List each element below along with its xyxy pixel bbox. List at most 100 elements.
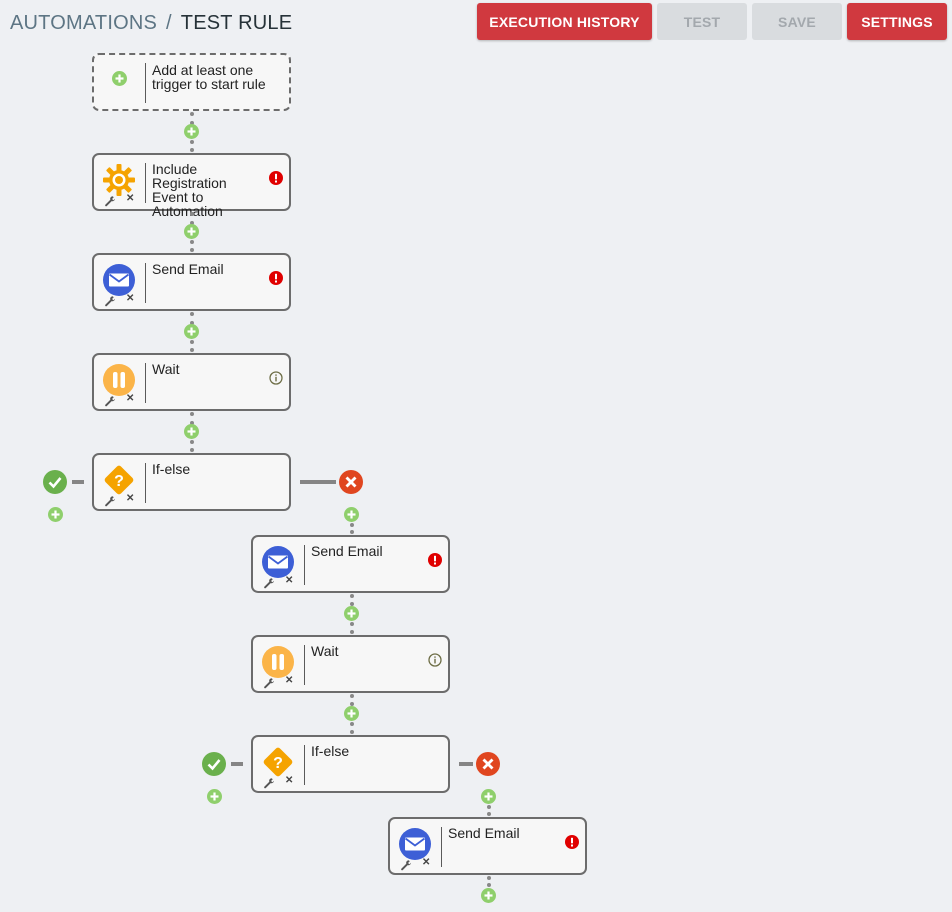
connector-dots [190, 240, 194, 252]
node-divider [145, 463, 146, 503]
wrench-icon[interactable] [104, 395, 116, 410]
add-step-plus-icon[interactable] [184, 224, 199, 239]
info-icon[interactable] [428, 653, 442, 667]
delete-step-icon[interactable]: ✕ [126, 193, 135, 204]
connector-dots [350, 622, 354, 634]
flow-step-email[interactable]: Send Email✕ [92, 253, 291, 311]
step-tools: ✕ [263, 575, 299, 592]
step-tools: ✕ [263, 775, 299, 792]
node-divider [304, 745, 305, 785]
node-divider [441, 827, 442, 867]
step-tools: ✕ [104, 393, 140, 410]
flow-step-question[interactable]: ? If-else ✕ [251, 735, 450, 793]
add-step-plus-icon[interactable] [48, 507, 63, 522]
delete-step-icon[interactable]: ✕ [422, 857, 431, 868]
step-label: If-else [152, 461, 191, 477]
node-divider [145, 263, 146, 303]
add-step-plus-icon[interactable] [344, 606, 359, 621]
add-trigger-plus-icon[interactable] [112, 71, 127, 86]
step-tools: ✕ [263, 675, 299, 692]
add-step-plus-icon[interactable] [481, 888, 496, 903]
wrench-icon[interactable] [263, 577, 275, 592]
flow-step-question[interactable]: ? If-else ✕ [92, 453, 291, 511]
step-tools: ✕ [400, 857, 436, 874]
connector-dots [190, 112, 194, 125]
delete-step-icon[interactable]: ✕ [285, 675, 294, 686]
add-step-plus-icon[interactable] [344, 706, 359, 721]
step-label: Wait [311, 643, 339, 659]
wrench-icon[interactable] [104, 195, 116, 210]
error-icon[interactable] [269, 171, 283, 185]
flow-step-gear[interactable]: Include Registration Event to Automation… [92, 153, 291, 218]
false-branch-close-icon[interactable] [476, 752, 500, 776]
email-icon [398, 827, 432, 861]
add-step-plus-icon[interactable] [481, 789, 496, 804]
connector-dots [190, 412, 194, 425]
trigger-placeholder-label: Add at least one trigger to start rule [152, 62, 266, 92]
add-step-plus-icon[interactable] [344, 507, 359, 522]
add-step-plus-icon[interactable] [184, 324, 199, 339]
breadcrumb: AUTOMATIONS/TEST RULE [10, 12, 292, 35]
true-branch-check-icon[interactable] [43, 470, 67, 494]
wrench-icon[interactable] [104, 295, 116, 310]
step-tools: ✕ [104, 293, 140, 310]
step-label: Send Email [311, 543, 383, 559]
save-button[interactable]: SAVE [752, 3, 842, 40]
node-divider [304, 645, 305, 685]
svg-text:?: ? [273, 755, 283, 772]
question-icon: ? [261, 745, 295, 779]
wrench-icon[interactable] [263, 677, 275, 692]
settings-button[interactable]: SETTINGS [847, 3, 947, 40]
step-label: Send Email [448, 825, 520, 841]
node-divider [145, 363, 146, 403]
flow-step-pause[interactable]: Wait ✕ [92, 353, 291, 411]
error-icon[interactable] [428, 553, 442, 567]
flow-step-email[interactable]: Send Email ✕ [251, 535, 450, 593]
step-label: Wait [152, 361, 180, 377]
execution-history-button[interactable]: EXECUTION HISTORY [477, 3, 652, 40]
connector-dots [350, 722, 354, 734]
flow-step-email[interactable]: Send Email ✕ [388, 817, 587, 875]
pause-icon [261, 645, 295, 679]
connector-line [300, 480, 336, 484]
connector-dots [487, 805, 491, 816]
step-tools: ✕ [104, 193, 140, 210]
flow-step-pause[interactable]: Wait ✕ [251, 635, 450, 693]
connector-dots [190, 312, 194, 325]
test-button[interactable]: TEST [657, 3, 747, 40]
connector-line [231, 762, 243, 766]
delete-step-icon[interactable]: ✕ [126, 393, 135, 404]
connector-dots [190, 340, 194, 352]
add-step-plus-icon[interactable] [184, 124, 199, 139]
delete-step-icon[interactable]: ✕ [285, 575, 294, 586]
pause-icon [102, 363, 136, 397]
add-step-plus-icon[interactable] [184, 424, 199, 439]
add-step-plus-icon[interactable] [207, 789, 222, 804]
trigger-placeholder[interactable]: Add at least one trigger to start rule [92, 53, 291, 111]
question-icon: ? [102, 463, 136, 497]
delete-step-icon[interactable]: ✕ [126, 493, 135, 504]
info-icon[interactable] [269, 371, 283, 385]
error-icon[interactable] [565, 835, 579, 849]
connector-dots [350, 694, 354, 706]
step-label: Include Registration Event to Automation [152, 161, 227, 219]
breadcrumb-separator: / [166, 12, 172, 34]
connector-dots [487, 876, 491, 887]
connector-line [459, 762, 473, 766]
connector-line [72, 480, 84, 484]
wrench-icon[interactable] [263, 777, 275, 792]
svg-text:?: ? [114, 473, 124, 490]
step-label: If-else [311, 743, 350, 759]
connector-dots [350, 594, 354, 606]
breadcrumb-automations-link[interactable]: AUTOMATIONS [10, 12, 158, 34]
connector-dots [190, 212, 194, 225]
step-tools: ✕ [104, 493, 140, 510]
wrench-icon[interactable] [104, 495, 116, 510]
connector-dots [190, 140, 194, 152]
false-branch-close-icon[interactable] [339, 470, 363, 494]
delete-step-icon[interactable]: ✕ [126, 293, 135, 304]
true-branch-check-icon[interactable] [202, 752, 226, 776]
wrench-icon[interactable] [400, 859, 412, 874]
error-icon[interactable] [269, 271, 283, 285]
delete-step-icon[interactable]: ✕ [285, 775, 294, 786]
